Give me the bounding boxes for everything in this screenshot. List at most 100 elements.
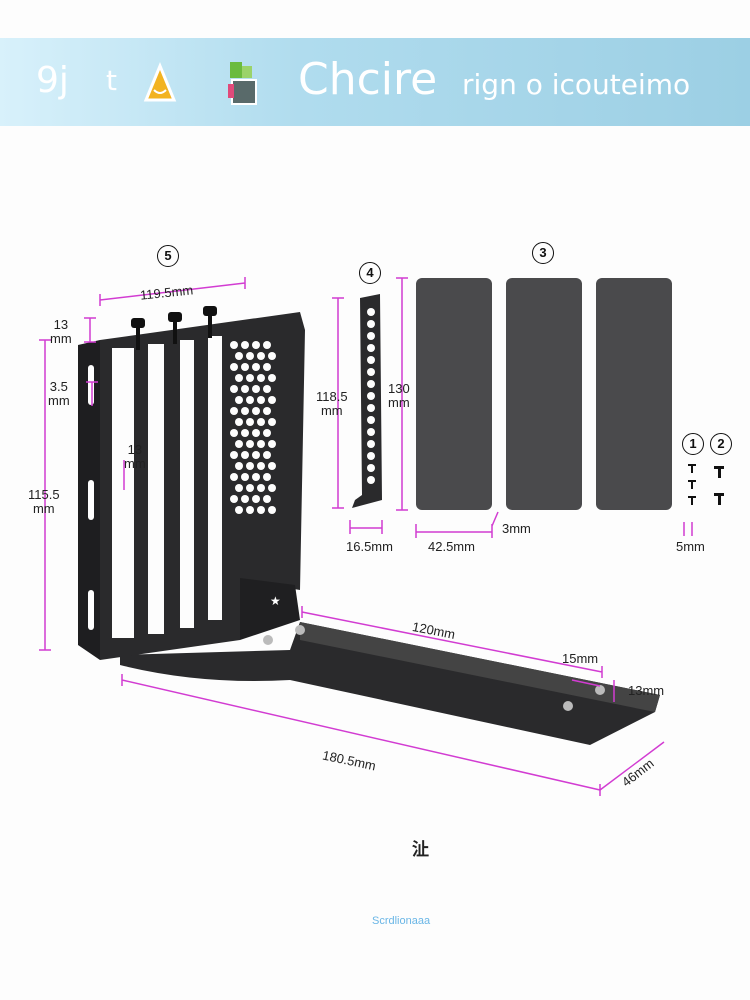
vent-hole [246, 396, 254, 404]
dim-cover-width: 16.5mm [346, 539, 393, 554]
cover-hole [367, 392, 375, 400]
vent-hole [230, 385, 238, 393]
vent-hole [263, 451, 271, 459]
vent-hole [230, 407, 238, 415]
vent-hole [235, 440, 243, 448]
thumb-screws [131, 306, 217, 350]
dim-slot-gap: 13 mm [124, 442, 146, 471]
vent-hole [252, 451, 260, 459]
cover-hole [367, 356, 375, 364]
dim-hole-offset-y: 13mm [628, 683, 665, 698]
vent-hole [230, 451, 238, 459]
vent-hole [257, 396, 265, 404]
thermal-pad [596, 278, 672, 510]
vent-hole [241, 429, 249, 437]
vent-hole [235, 418, 243, 426]
dim-pad-height: 130 mm [388, 381, 410, 410]
vent-hole [241, 407, 249, 415]
vent-hole [230, 341, 238, 349]
vent-hole [252, 429, 260, 437]
app-logo-icon [228, 62, 257, 105]
vent-hole [252, 407, 260, 415]
vent-hole [235, 374, 243, 382]
vent-hole [268, 462, 276, 470]
vent-hole [268, 352, 276, 360]
vent-hole [263, 473, 271, 481]
vent-hole [252, 385, 260, 393]
cover-hole [367, 368, 375, 376]
vent-hole [252, 341, 260, 349]
vent-hole [263, 495, 271, 503]
vent-hole [268, 484, 276, 492]
cover-hole [367, 308, 375, 316]
vent-hole [252, 473, 260, 481]
cover-hole [367, 404, 375, 412]
vent-hole [268, 440, 276, 448]
dim-pad-width: 42.5mm [428, 539, 475, 554]
vent-hole [241, 385, 249, 393]
banner-glyph: t [106, 64, 117, 97]
star-mark: ★ [270, 594, 281, 608]
vent-hole [246, 440, 254, 448]
dim-screw-height: 13 mm [50, 317, 72, 346]
dim-slot-width: 3.5 mm [48, 379, 70, 408]
vent-hole [230, 473, 238, 481]
vent-hole [241, 495, 249, 503]
vent-hole [230, 363, 238, 371]
vent-hole [263, 363, 271, 371]
vent-hole [246, 462, 254, 470]
cover-hole [367, 332, 375, 340]
cover-hole [367, 344, 375, 352]
base-plate-edge [300, 622, 660, 712]
vent-hole [230, 429, 238, 437]
part-number-4: 4 [359, 262, 381, 284]
standoff [563, 701, 573, 711]
vent-hole [252, 495, 260, 503]
banner-title: Chcire [298, 54, 438, 105]
part-number-3: 3 [532, 242, 554, 264]
cover-hole [367, 476, 375, 484]
cover-hole [367, 380, 375, 388]
dim-bracket-height: 115.5 mm [28, 487, 60, 516]
vent-hole [263, 407, 271, 415]
vent-hole [263, 341, 271, 349]
base-plate [120, 622, 660, 745]
vent-hole [246, 484, 254, 492]
cover-hole [367, 452, 375, 460]
standoff [295, 625, 305, 635]
vent-hole [241, 473, 249, 481]
footer-caption: Scrdlionaaa [372, 915, 431, 927]
vent-hole [263, 429, 271, 437]
vent-hole [257, 374, 265, 382]
vent-hole [257, 352, 265, 360]
banner-subtitle: rign o icouteimo [462, 68, 691, 101]
vent-hole [235, 462, 243, 470]
cover-hole [367, 416, 375, 424]
vent-hole [246, 352, 254, 360]
vent-hole [252, 363, 260, 371]
header-banner: 9j t Chcire rign o icouteimo [0, 38, 750, 126]
vent-hole [268, 374, 276, 382]
part-number-5: 5 [157, 245, 179, 267]
vent-hole [241, 341, 249, 349]
slot [208, 336, 222, 620]
vent-hole [241, 451, 249, 459]
vent-hole [257, 462, 265, 470]
vent-hole [246, 374, 254, 382]
cover-hole [367, 464, 375, 472]
vent-hole [235, 352, 243, 360]
dim-pad-thickness: 3mm [502, 521, 531, 536]
vent-hole [268, 396, 276, 404]
dim-cover-height: 118.5 mm [316, 389, 348, 418]
slot [112, 348, 134, 638]
vent-hole [268, 418, 276, 426]
vent-hole [246, 418, 254, 426]
bell-icon [143, 62, 177, 102]
slot [148, 344, 164, 634]
standoff [595, 685, 605, 695]
banner-glyph: 9j [36, 60, 69, 101]
part-number-1: 1 [682, 433, 704, 455]
dim-screw-length: 5mm [676, 539, 705, 554]
vent-hole [257, 440, 265, 448]
